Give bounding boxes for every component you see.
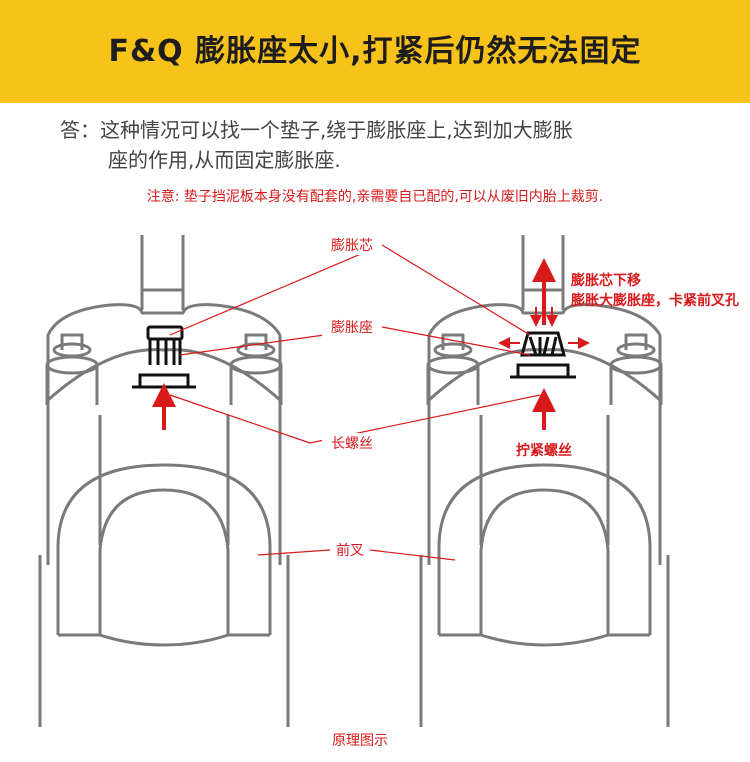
right-fork xyxy=(419,235,670,727)
label-seat-expand: 膨胀大膨胀座，卡紧前叉孔 xyxy=(571,292,739,309)
fork-diagram: 膨胀芯 膨胀座 长螺丝 前叉 膨胀芯下移 膨胀大膨胀座，卡紧前叉孔 拧紧螺丝 xyxy=(38,235,739,727)
right-expander xyxy=(510,331,576,379)
label-tighten-screw: 拧紧螺丝 xyxy=(516,442,572,459)
label-front-fork: 前叉 xyxy=(336,542,364,559)
answer-line-2: 座的作用,从而固定膨胀座. xyxy=(108,148,341,172)
left-fork xyxy=(38,235,290,727)
header-banner xyxy=(0,0,750,103)
answer-prefix: 答： xyxy=(60,118,100,142)
answer-paragraph: 答：这种情况可以找一个垫子,绕于膨胀座上,达到加大膨胀 座的作用,从而固定膨胀座… xyxy=(60,115,700,175)
label-expansion-core: 膨胀芯 xyxy=(331,237,373,254)
right-leaders xyxy=(309,244,541,561)
label-core-down: 膨胀芯下移 xyxy=(571,272,641,289)
label-expansion-seat: 膨胀座 xyxy=(331,319,373,336)
page-title: F&Q 膨胀座太小,打紧后仍然无法固定 xyxy=(108,34,642,69)
right-small-arrows xyxy=(498,307,590,349)
left-leaders xyxy=(169,244,383,556)
note-text: 注意: 垫子挡泥板本身没有配套的,亲需要自已配的,可以从废旧内胎上裁剪. xyxy=(146,189,604,205)
left-expander xyxy=(132,325,196,389)
label-long-screw: 长螺丝 xyxy=(331,436,373,452)
diagram-caption: 原理图示 xyxy=(332,733,388,749)
answer-line-1: 这种情况可以找一个垫子,绕于膨胀座上,达到加大膨胀 xyxy=(100,118,573,142)
